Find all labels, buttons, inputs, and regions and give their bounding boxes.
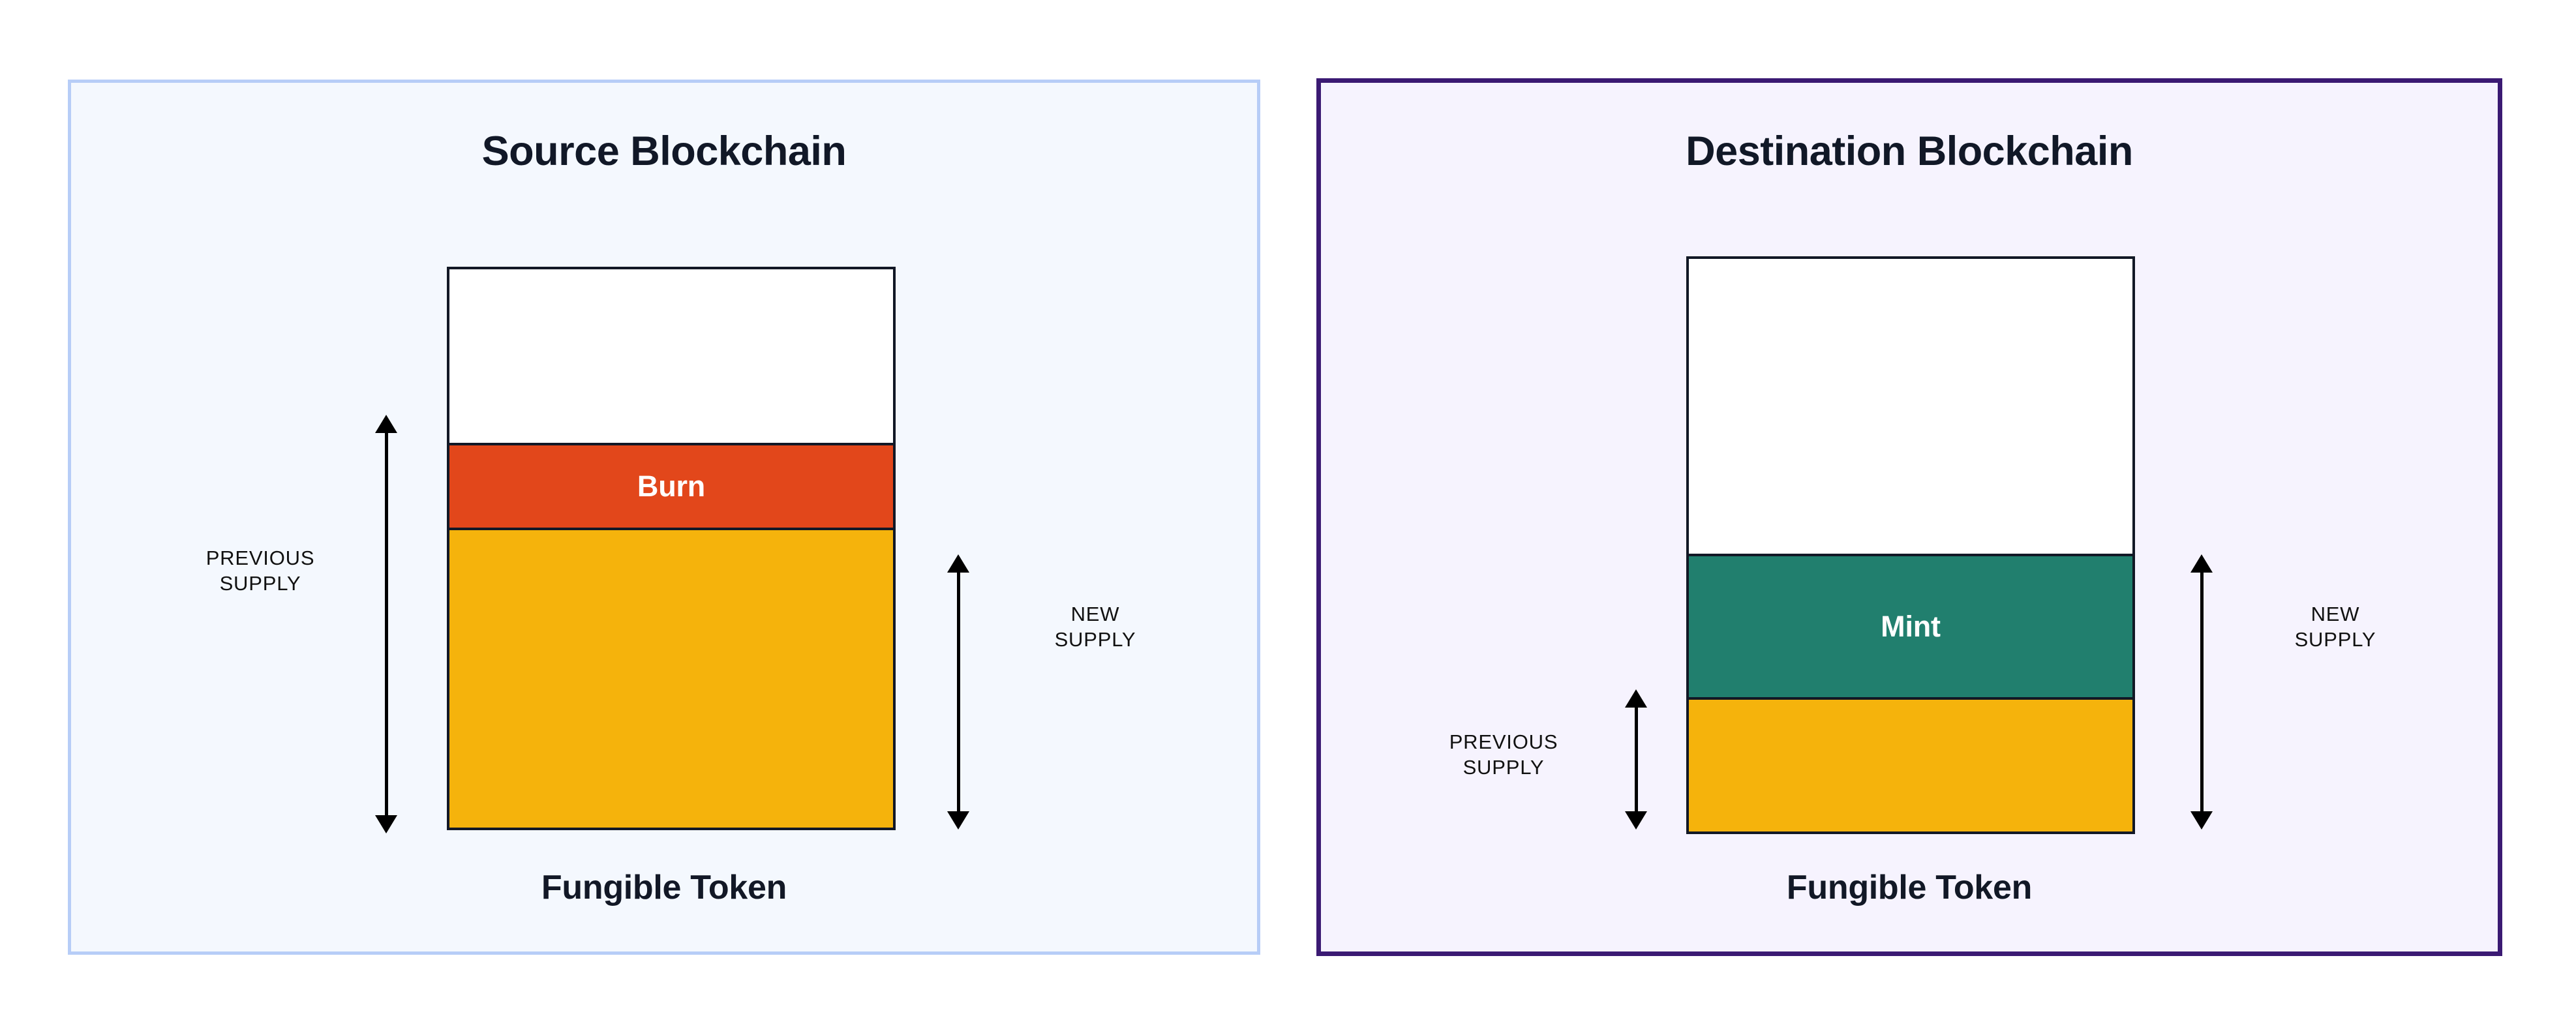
arrow-head-down-icon bbox=[1625, 811, 1647, 830]
destination-blockchain-panel: Destination Blockchain Mint PREVIOUS SUP… bbox=[1316, 78, 2502, 956]
arrow-head-down-icon bbox=[947, 811, 969, 830]
destination-segment-existing-supply bbox=[1689, 699, 2132, 831]
source-segment-empty-headroom bbox=[449, 269, 893, 443]
destination-new-supply-arrow bbox=[2190, 554, 2213, 830]
destination-previous-supply-label: PREVIOUS SUPPLY bbox=[1449, 730, 1558, 779]
destination-previous-supply-arrow bbox=[1625, 689, 1647, 830]
arrow-shaft bbox=[385, 428, 388, 820]
source-segment-burn: Burn bbox=[449, 442, 893, 531]
arrow-shaft bbox=[2200, 568, 2204, 816]
source-panel-title: Source Blockchain bbox=[481, 128, 847, 174]
source-new-supply-label: NEW SUPPLY bbox=[1054, 603, 1136, 651]
arrow-head-down-icon bbox=[2190, 811, 2213, 830]
destination-token-supply-bar: Mint bbox=[1686, 256, 2135, 834]
source-previous-supply-arrow bbox=[375, 415, 397, 833]
destination-new-supply-label: NEW SUPPLY bbox=[2294, 603, 2376, 651]
source-panel-footer-label: Fungible Token bbox=[541, 869, 787, 906]
destination-segment-empty-headroom bbox=[1689, 259, 2132, 554]
source-new-supply-arrow bbox=[947, 554, 969, 830]
destination-panel-footer-label: Fungible Token bbox=[1786, 869, 2033, 906]
source-segment-remaining-supply bbox=[449, 530, 893, 828]
arrow-shaft bbox=[957, 568, 960, 816]
arrow-head-down-icon bbox=[375, 815, 397, 833]
source-blockchain-panel: Source Blockchain Burn PREVIOUS SUPPLY N… bbox=[68, 80, 1260, 955]
source-previous-supply-label: PREVIOUS SUPPLY bbox=[205, 546, 315, 595]
destination-panel-title: Destination Blockchain bbox=[1686, 128, 2133, 174]
source-token-supply-bar: Burn bbox=[447, 267, 896, 830]
arrow-shaft bbox=[1635, 703, 1638, 816]
destination-segment-mint: Mint bbox=[1689, 553, 2132, 700]
